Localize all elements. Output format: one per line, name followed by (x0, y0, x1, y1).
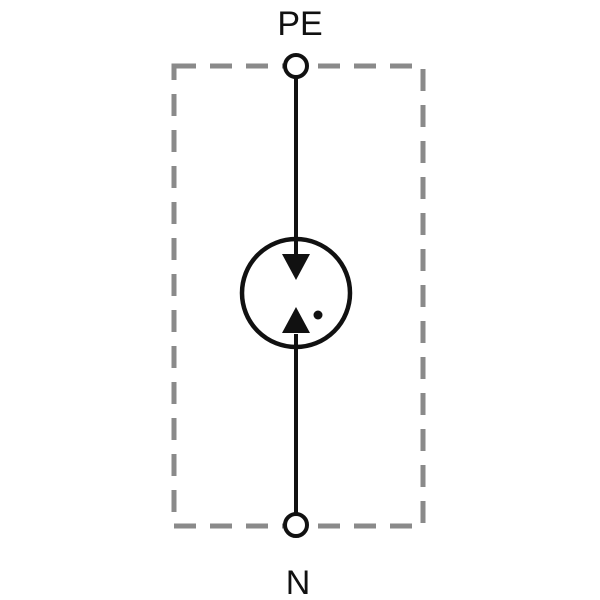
device-enclosure (171, 63, 426, 529)
upper-electrode-arrow (282, 254, 310, 280)
terminal-label-pe: PE (277, 5, 322, 43)
terminal-label-n: N (286, 564, 311, 600)
pe-terminal (283, 53, 309, 79)
gas-discharge-tube-icon (239, 236, 353, 350)
tube-envelope (239, 236, 353, 350)
n-terminal (283, 512, 309, 538)
lower-electrode-arrow (282, 307, 310, 333)
gas-fill-dot (313, 310, 323, 320)
